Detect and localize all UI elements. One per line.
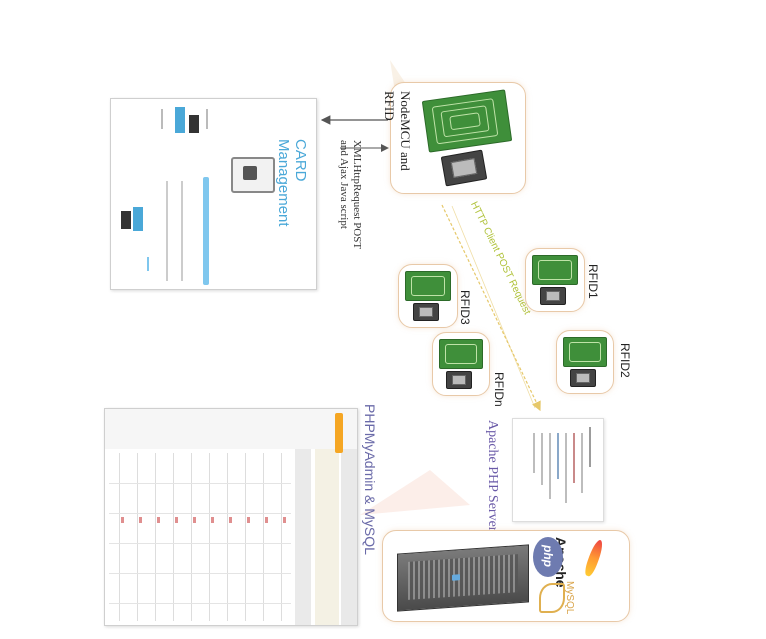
server-rack-icon: [397, 544, 529, 612]
apache-label: Apache PHP Server: [485, 420, 500, 532]
form-field-1[interactable]: [203, 177, 209, 285]
apache-feather-icon: [582, 538, 606, 578]
form-field-2[interactable]: [181, 181, 183, 281]
rfidn-panel: [432, 332, 490, 396]
rfid-reader-board: [421, 89, 513, 153]
card-icon: [231, 157, 275, 193]
reset-button[interactable]: [121, 211, 131, 229]
nodemcu-board: [440, 149, 488, 187]
phpmyadmin-screenshot: [104, 408, 358, 626]
card-management-screenshot: CARD Management: [110, 98, 317, 290]
rfid2-label: RFID2: [618, 343, 632, 378]
rfid1-label: RFID1: [586, 264, 600, 299]
rfid1-panel: [525, 248, 585, 312]
rfidn-label: RFIDn: [492, 372, 506, 407]
nodemcu-label: NodeMCU and RFID: [382, 91, 413, 171]
phpmyadmin-label: PHPMyAdmin & MySQL: [362, 404, 378, 555]
mysql-dolphin-icon: [539, 583, 565, 613]
phpmyadmin-table: [109, 453, 291, 621]
rfid2-panel: [556, 330, 614, 394]
server-panel: Apache php MySQL: [382, 530, 630, 622]
mysql-logo-text: MySQL: [564, 581, 575, 615]
apache-code-screenshot: [512, 418, 604, 522]
php-logo: php: [533, 537, 563, 577]
sidebar-button-2[interactable]: [175, 107, 185, 133]
rfid3-label: RFID3: [458, 290, 472, 325]
sidebar-button-1[interactable]: [189, 115, 199, 133]
submit-button[interactable]: [133, 207, 143, 231]
http-post-arrow: [441, 204, 541, 412]
xmlhttp-label: XMLHttpRequest POST and Ajax Java script: [338, 140, 363, 249]
rfid3-panel: [398, 264, 458, 328]
nodemcu-panel: NodeMCU and RFID: [382, 82, 526, 194]
form-field-3[interactable]: [166, 181, 168, 281]
